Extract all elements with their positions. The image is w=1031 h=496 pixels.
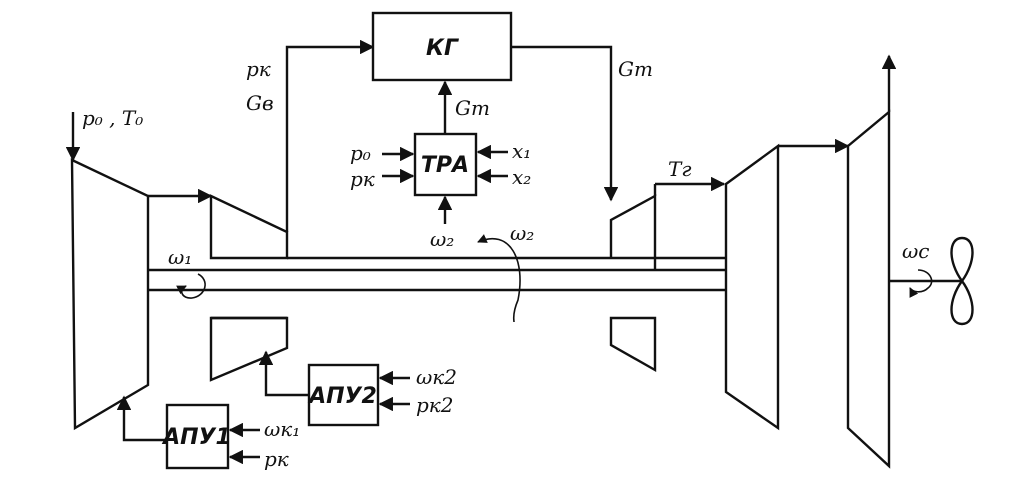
hp-compressor-lower <box>209 316 289 382</box>
tra-x1-label: x₁ <box>512 139 531 163</box>
gt-right-label: Gт <box>618 57 653 81</box>
apu2-output-line <box>258 350 309 397</box>
omega-c-rotation-icon <box>909 269 933 298</box>
apu1-block <box>165 403 230 470</box>
hp-turbine-lower <box>609 316 657 373</box>
pk-label: pк <box>246 57 271 81</box>
omega1-label: ω₁ <box>168 245 192 269</box>
omega2-below-label: ω₂ <box>430 227 454 251</box>
apu1-label: АПУ1 <box>161 425 231 450</box>
inlet-label: p₀ , T₀ <box>82 106 143 130</box>
lp-turbine <box>724 143 780 431</box>
apu1-omega-label: ωк₁ <box>264 417 300 441</box>
tg-label: Tг <box>668 157 691 181</box>
omega2-right-label: ω₂ <box>510 221 534 245</box>
gas-line-to-turbine <box>511 45 619 202</box>
apu1-p-label: pк <box>264 447 289 471</box>
low-pressure-compressor <box>70 158 150 431</box>
tra-x2-label: x₂ <box>512 165 531 189</box>
propeller-icon <box>950 236 974 326</box>
gt-center-label: Gт <box>455 96 490 120</box>
omega2-rotation-icon <box>477 234 521 323</box>
tra-pk-label: pк <box>350 167 375 191</box>
hp-compressor-upper <box>209 194 289 260</box>
fuel-regulator-label: ТРА <box>421 153 469 178</box>
apu2-omega-label: ωк2 <box>416 365 457 389</box>
free-turbine <box>846 109 891 469</box>
apu2-label: АПУ2 <box>307 384 377 409</box>
air-line-to-combustor <box>285 39 375 232</box>
gv-label: Gв <box>246 91 274 115</box>
apu2-p-label: pк2 <box>416 393 453 417</box>
hp-turbine-upper <box>609 193 657 258</box>
apu2-block <box>307 363 380 427</box>
tra-p0-label: p₀ <box>350 141 371 165</box>
omega1-rotation-icon <box>176 273 206 299</box>
omega-c-label: ωc <box>902 239 930 263</box>
combustor-label: КГ <box>426 36 459 61</box>
apu1-output-line <box>116 395 167 442</box>
